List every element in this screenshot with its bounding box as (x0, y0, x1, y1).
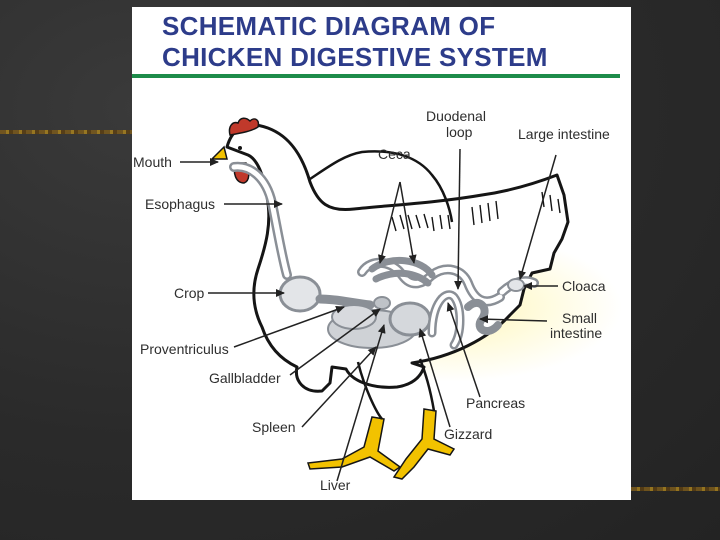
eye (238, 146, 242, 150)
label-liver: Liver (320, 477, 351, 493)
decorative-line-right (631, 487, 720, 491)
gallbladder (374, 297, 390, 309)
crop (280, 277, 320, 311)
decorative-line-left (0, 130, 132, 134)
label-cloaca: Cloaca (562, 278, 606, 294)
label-intestine: intestine (550, 325, 602, 341)
leg-right (394, 409, 454, 479)
chicken-diagram: Mouth Esophagus Crop Proventriculus Gall… (132, 7, 631, 500)
label-esophagus: Esophagus (145, 196, 215, 212)
label-gallbladder: Gallbladder (209, 370, 281, 386)
label-duodenal: Duodenal (426, 108, 486, 124)
label-large-intestine: Large intestine (518, 126, 610, 142)
label-mouth: Mouth (133, 154, 172, 170)
label-gizzard: Gizzard (444, 426, 492, 442)
label-pancreas: Pancreas (466, 395, 525, 411)
label-crop: Crop (174, 285, 205, 301)
label-proventriculus: Proventriculus (140, 341, 229, 357)
label-spleen: Spleen (252, 419, 296, 435)
beak (212, 147, 227, 159)
label-small: Small (562, 310, 597, 326)
label-ceca: Ceca (378, 146, 411, 162)
slide: SCHEMATIC DIAGRAM OF CHICKEN DIGESTIVE S… (132, 7, 631, 500)
gizzard (390, 303, 430, 335)
cloaca (508, 279, 524, 291)
label-duodenal-loop: loop (446, 124, 473, 140)
